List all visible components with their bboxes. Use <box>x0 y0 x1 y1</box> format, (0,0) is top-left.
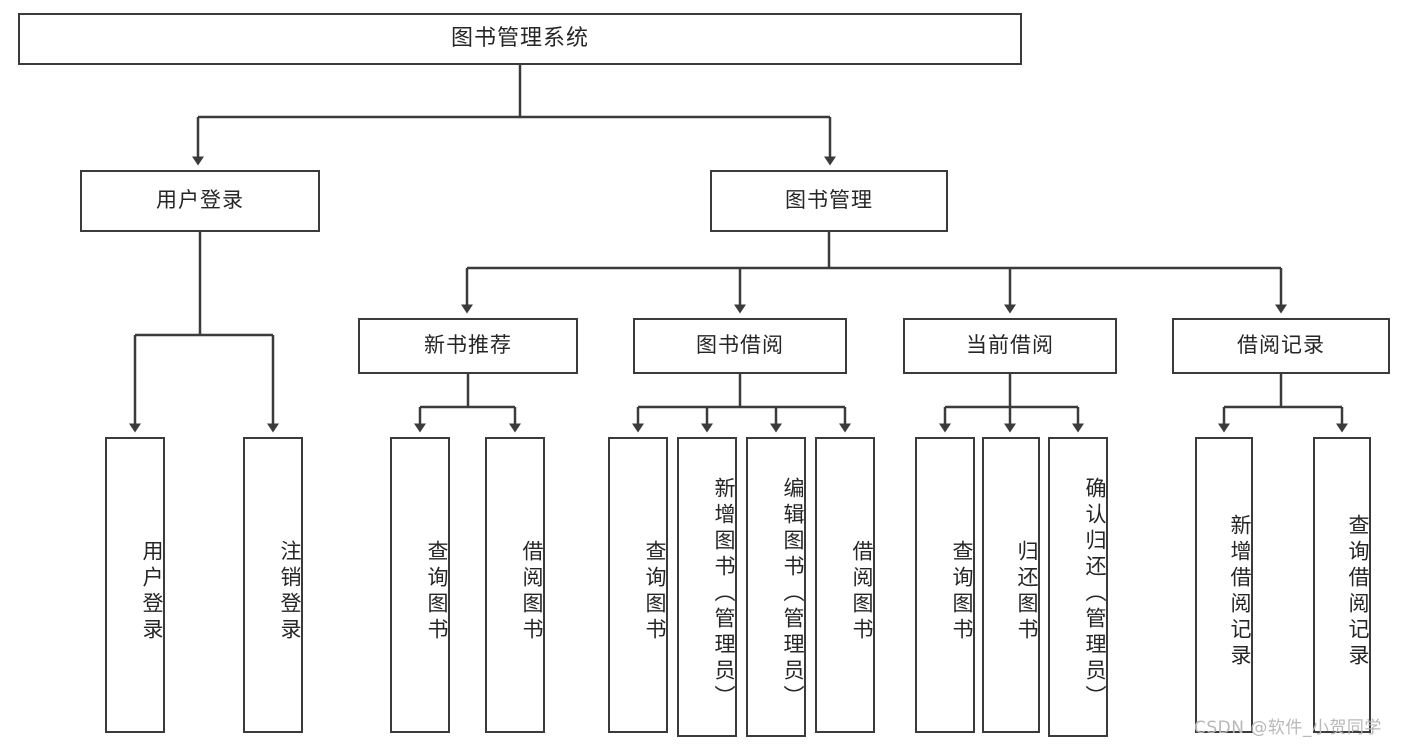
leaf-query-borrow-record[interactable]: 查询借阅记录 <box>1313 437 1371 733</box>
leaf-add-book-admin[interactable]: 新增图书（管理员） <box>677 437 737 737</box>
node-current-borrow[interactable]: 当前借阅 <box>903 318 1117 374</box>
csdn-watermark: CSDN @软件_小贺同学 <box>1194 718 1382 738</box>
node-label: 借阅图书 <box>850 540 874 644</box>
node-label: 图书管理系统 <box>450 25 589 51</box>
leaf-borrow-book[interactable]: 借阅图书 <box>815 437 875 733</box>
node-borrow-record[interactable]: 借阅记录 <box>1172 318 1390 374</box>
leaf-confirm-return-admin[interactable]: 确认归还（管理员） <box>1048 437 1108 737</box>
leaf-add-borrow-record[interactable]: 新增借阅记录 <box>1195 437 1253 733</box>
node-label: 查询图书 <box>643 540 667 644</box>
node-label: 编辑图书（管理员） <box>781 477 805 711</box>
node-label: 图书借阅 <box>696 333 784 358</box>
node-user-login[interactable]: 用户登录 <box>80 170 320 232</box>
leaf-query-book-current[interactable]: 查询图书 <box>915 437 975 733</box>
node-label: 查询借阅记录 <box>1346 514 1370 670</box>
node-label: 新增借阅记录 <box>1228 514 1252 670</box>
node-label: 归还图书 <box>1015 540 1039 644</box>
leaf-return-book[interactable]: 归还图书 <box>982 437 1040 733</box>
node-label: 用户登录 <box>156 188 244 213</box>
leaf-logout-login[interactable]: 注销登录 <box>243 437 303 733</box>
node-label: 图书管理 <box>785 188 873 213</box>
node-label: 确认归还（管理员） <box>1083 477 1107 711</box>
node-label: 借阅图书 <box>520 540 544 644</box>
node-label: 借阅记录 <box>1237 333 1325 358</box>
node-book-management[interactable]: 图书管理 <box>710 170 948 232</box>
leaf-query-book-borrow[interactable]: 查询图书 <box>608 437 668 733</box>
node-label: 注销登录 <box>278 540 302 644</box>
node-label: 查询图书 <box>425 540 449 644</box>
leaf-borrow-book-new[interactable]: 借阅图书 <box>485 437 545 733</box>
node-label: 当前借阅 <box>966 333 1054 358</box>
node-label: 新增图书（管理员） <box>712 477 736 711</box>
leaf-query-book-new[interactable]: 查询图书 <box>390 437 450 733</box>
node-label: 新书推荐 <box>424 333 512 358</box>
node-new-book-recommend[interactable]: 新书推荐 <box>358 318 578 374</box>
node-book-borrow[interactable]: 图书借阅 <box>633 318 847 374</box>
leaf-edit-book-admin[interactable]: 编辑图书（管理员） <box>746 437 806 737</box>
node-root-book-management-system[interactable]: 图书管理系统 <box>18 13 1022 65</box>
node-label: 查询图书 <box>950 540 974 644</box>
node-label: 用户登录 <box>140 540 164 644</box>
leaf-user-login[interactable]: 用户登录 <box>105 437 165 733</box>
